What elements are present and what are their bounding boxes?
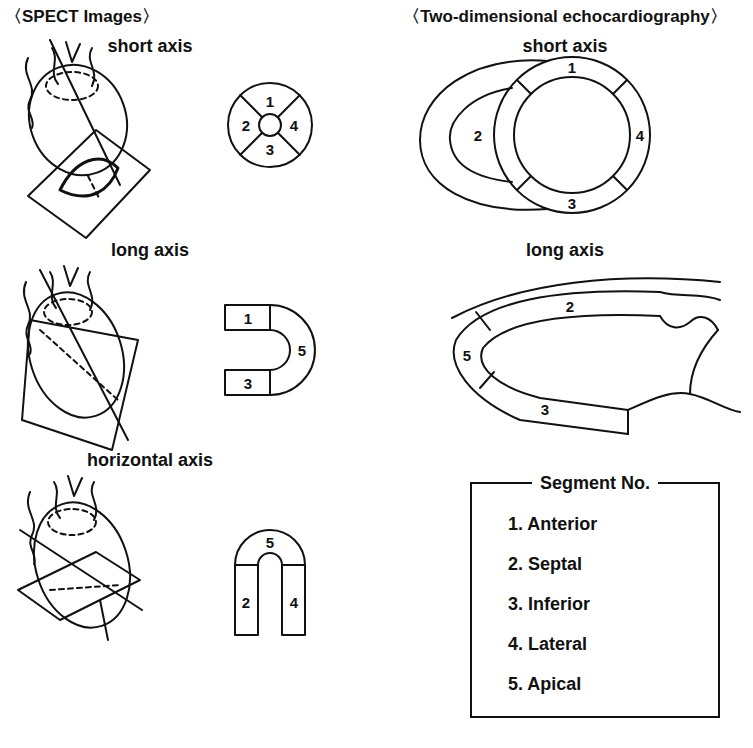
callout-number: 2 — [242, 595, 250, 610]
heart-sketch — [18, 476, 146, 640]
heart-sketch — [12, 266, 139, 450]
callout-number: 4 — [290, 118, 298, 133]
view-title: short axis — [522, 37, 607, 55]
legend-item: 1. Anterior — [508, 504, 706, 544]
legend-item: 4. Lateral — [508, 624, 706, 664]
spect-horizontal-axis-segments — [235, 530, 305, 635]
callout-number: 4 — [636, 128, 644, 143]
callout-number: 2 — [474, 128, 482, 143]
callout-number: 3 — [568, 196, 576, 211]
legend-item: 2. Septal — [508, 544, 706, 584]
spect-short-axis-segments — [228, 83, 312, 167]
callout-number: 2 — [242, 118, 250, 133]
callout-number: 3 — [541, 402, 549, 417]
callout-number: 3 — [266, 142, 274, 157]
callout-number: 4 — [290, 595, 298, 610]
section-heading: 〈Two-dimensional echocardiography〉 — [403, 8, 727, 25]
section-heading: 〈SPECT Images〉 — [5, 8, 159, 25]
legend-item: 5. Apical — [508, 664, 706, 704]
callout-number: 3 — [244, 376, 252, 391]
echo-long-axis-segments — [452, 278, 740, 434]
view-title: long axis — [111, 241, 189, 259]
callout-number: 5 — [266, 535, 274, 550]
callout-number: 2 — [566, 299, 574, 314]
callout-number: 1 — [568, 60, 576, 75]
view-title: long axis — [526, 241, 604, 259]
callout-number: 1 — [266, 94, 274, 109]
echo-short-axis-segments — [420, 57, 650, 213]
callout-number: 5 — [298, 343, 306, 358]
callout-number: 5 — [463, 348, 471, 363]
spect-long-axis-segments — [225, 305, 315, 395]
view-title: horizontal axis — [87, 451, 213, 469]
callout-number: 1 — [244, 311, 252, 326]
view-title: short axis — [107, 37, 192, 55]
legend-box: Segment No.1. Anterior2. Septal3. Inferi… — [470, 482, 720, 718]
legend-item: 3. Inferior — [508, 584, 706, 624]
legend-heading: Segment No. — [532, 473, 658, 494]
heart-sketch — [14, 40, 150, 238]
